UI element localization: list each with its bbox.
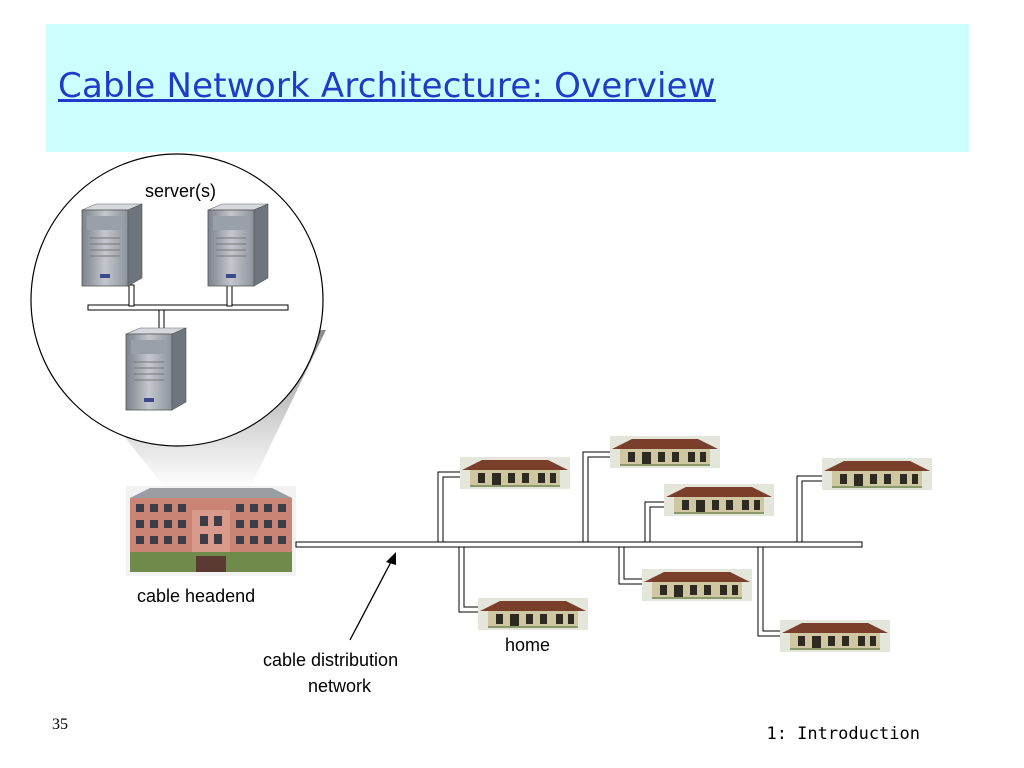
title-banner: Cable Network Architecture: Overview bbox=[46, 24, 969, 152]
house-icon bbox=[478, 598, 588, 630]
distribution-label-line2: network bbox=[308, 676, 372, 696]
server-lan-bus bbox=[87, 304, 289, 311]
house-icon bbox=[822, 458, 932, 490]
slide-number: 35 bbox=[52, 716, 68, 733]
server-icon bbox=[207, 203, 269, 287]
house-icon bbox=[610, 436, 720, 468]
distribution-label-line1: cable distribution bbox=[263, 650, 399, 670]
house-icon bbox=[460, 457, 570, 489]
main-cable-trunk bbox=[295, 541, 863, 548]
home-label: home bbox=[505, 635, 551, 655]
distribution-arrow-head bbox=[386, 552, 396, 565]
servers-label: server(s) bbox=[145, 181, 216, 201]
server-icon bbox=[81, 203, 143, 287]
slide-title: Cable Network Architecture: Overview bbox=[58, 66, 716, 106]
server-icon bbox=[125, 327, 187, 411]
house-icon bbox=[780, 620, 890, 652]
house-icon bbox=[642, 569, 752, 601]
footer-chapter: 1: Introduction bbox=[766, 724, 920, 744]
house-icon bbox=[664, 484, 774, 516]
distribution-arrow-line bbox=[349, 559, 393, 641]
office-building-icon bbox=[126, 486, 296, 576]
headend-label: cable headend bbox=[137, 586, 256, 606]
